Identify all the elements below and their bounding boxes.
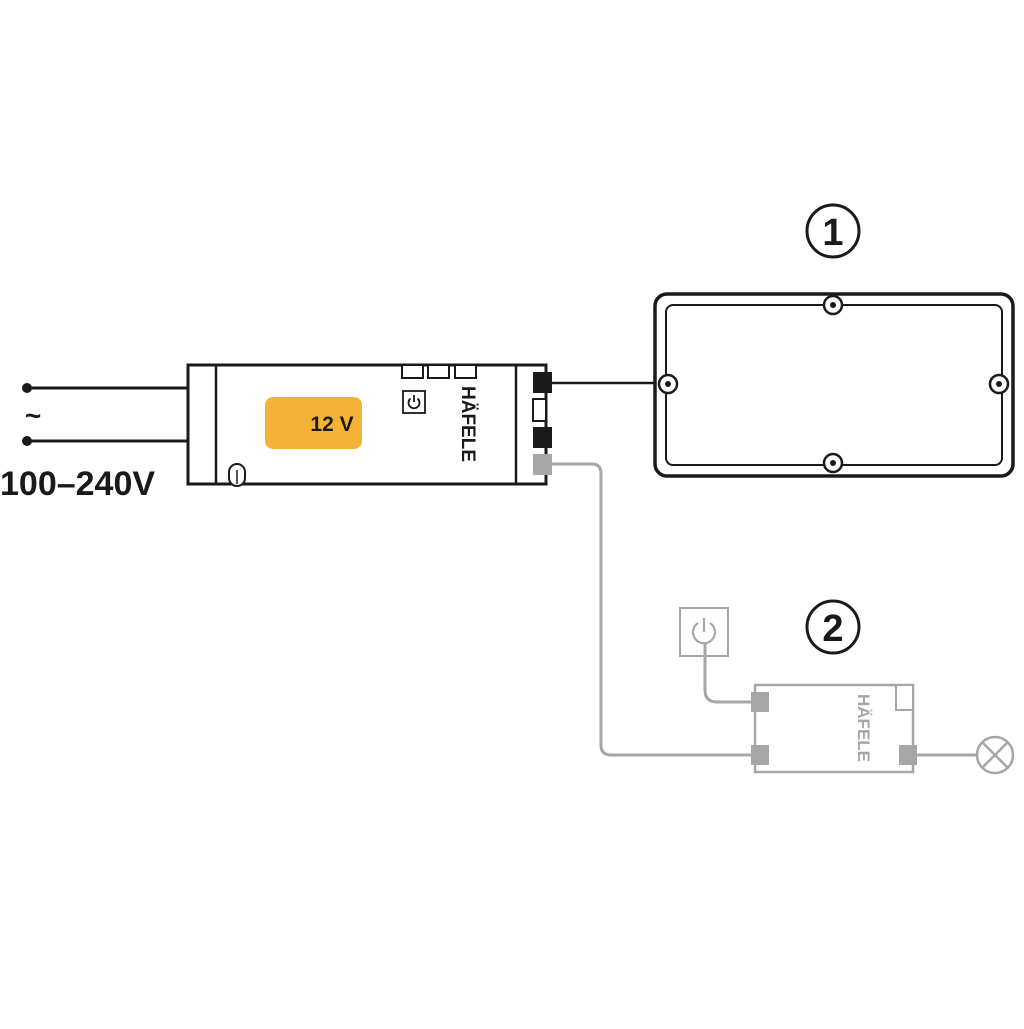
driver-port-3 xyxy=(533,427,552,448)
panel-screw-right xyxy=(988,373,1010,395)
switch-module: HÄFELE xyxy=(751,683,917,774)
panel-screw-bottom xyxy=(822,452,844,474)
callout-1-number: 1 xyxy=(822,212,843,254)
voltage-range-label: 100–240V xyxy=(0,465,155,503)
switch-module-body xyxy=(753,683,915,774)
switch-module-tab xyxy=(895,684,914,711)
driver-port-2 xyxy=(532,398,547,422)
callout-1: 1 xyxy=(805,203,861,259)
callout-2-number: 2 xyxy=(822,608,843,650)
light-panel xyxy=(653,292,1015,478)
switch-module-port-out xyxy=(899,745,917,765)
switch-module-port-in-1 xyxy=(751,692,769,712)
power-button[interactable] xyxy=(402,390,426,414)
switch-module-port-in-2 xyxy=(751,745,769,765)
callout-2: 2 xyxy=(805,599,861,655)
driver-tab-3 xyxy=(454,364,477,379)
panel-screw-left xyxy=(657,373,679,395)
voltage-badge xyxy=(265,397,362,449)
led-driver: 12 V HÄFELE xyxy=(186,363,552,487)
lamp-icon xyxy=(975,735,1015,775)
output-voltage-label: 12 V xyxy=(310,413,353,436)
driver-body xyxy=(186,363,548,486)
switch-module-wire xyxy=(552,462,755,757)
driver-tab-1 xyxy=(401,364,424,379)
switch-module-brand-label: HÄFELE xyxy=(854,694,873,762)
power-icon xyxy=(407,395,421,410)
mains-input: ~ 100–240V xyxy=(0,383,188,503)
driver-brand-label: HÄFELE xyxy=(457,386,478,462)
light-panel-outer xyxy=(653,292,1015,478)
ac-symbol: ~ xyxy=(25,400,41,431)
driver-port-4 xyxy=(533,454,552,475)
panel-screw-top xyxy=(822,294,844,316)
driver-tab-2 xyxy=(427,364,450,379)
wall-switch-wire xyxy=(703,643,755,704)
driver-port-1 xyxy=(533,372,552,393)
